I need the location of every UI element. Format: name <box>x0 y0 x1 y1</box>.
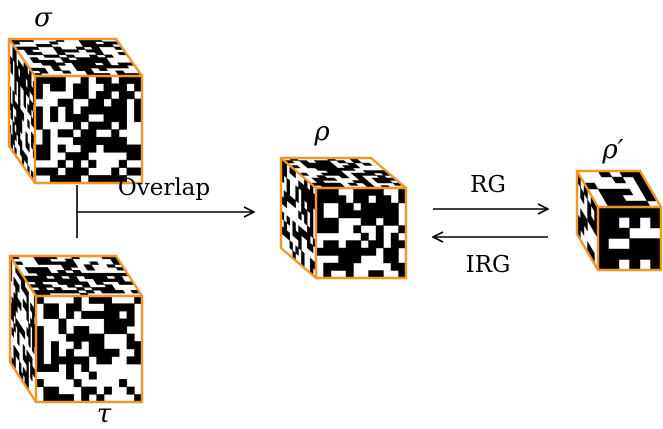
cube-side-face <box>8 39 36 183</box>
overlap-label: Overlap <box>118 175 210 201</box>
cube-front-face <box>315 187 407 279</box>
cube-side-face <box>280 157 317 278</box>
cube-front-face <box>34 75 143 184</box>
cube-top-face <box>281 157 406 189</box>
rho-cube <box>279 156 408 280</box>
cube-side-face <box>9 255 37 402</box>
rho-prime-label: ρ′ <box>601 135 623 165</box>
tau-label: τ <box>97 399 112 429</box>
cube-top-face <box>8 38 143 77</box>
rho-label: ρ <box>313 117 330 147</box>
cube-front-face <box>597 206 662 271</box>
cube-edges <box>575 169 663 272</box>
cube-front-face <box>35 295 143 403</box>
tau-cube <box>8 254 144 404</box>
rho-prime-cube <box>575 169 663 272</box>
cube-edges <box>279 156 408 280</box>
sigma-label: σ <box>34 3 53 33</box>
cube-top-face <box>9 255 142 297</box>
cube-edges <box>8 254 144 404</box>
cube-edges <box>7 37 144 185</box>
rg-label: RG <box>470 172 506 198</box>
sigma-cube <box>7 37 144 185</box>
irg-label: IRG <box>466 252 511 278</box>
